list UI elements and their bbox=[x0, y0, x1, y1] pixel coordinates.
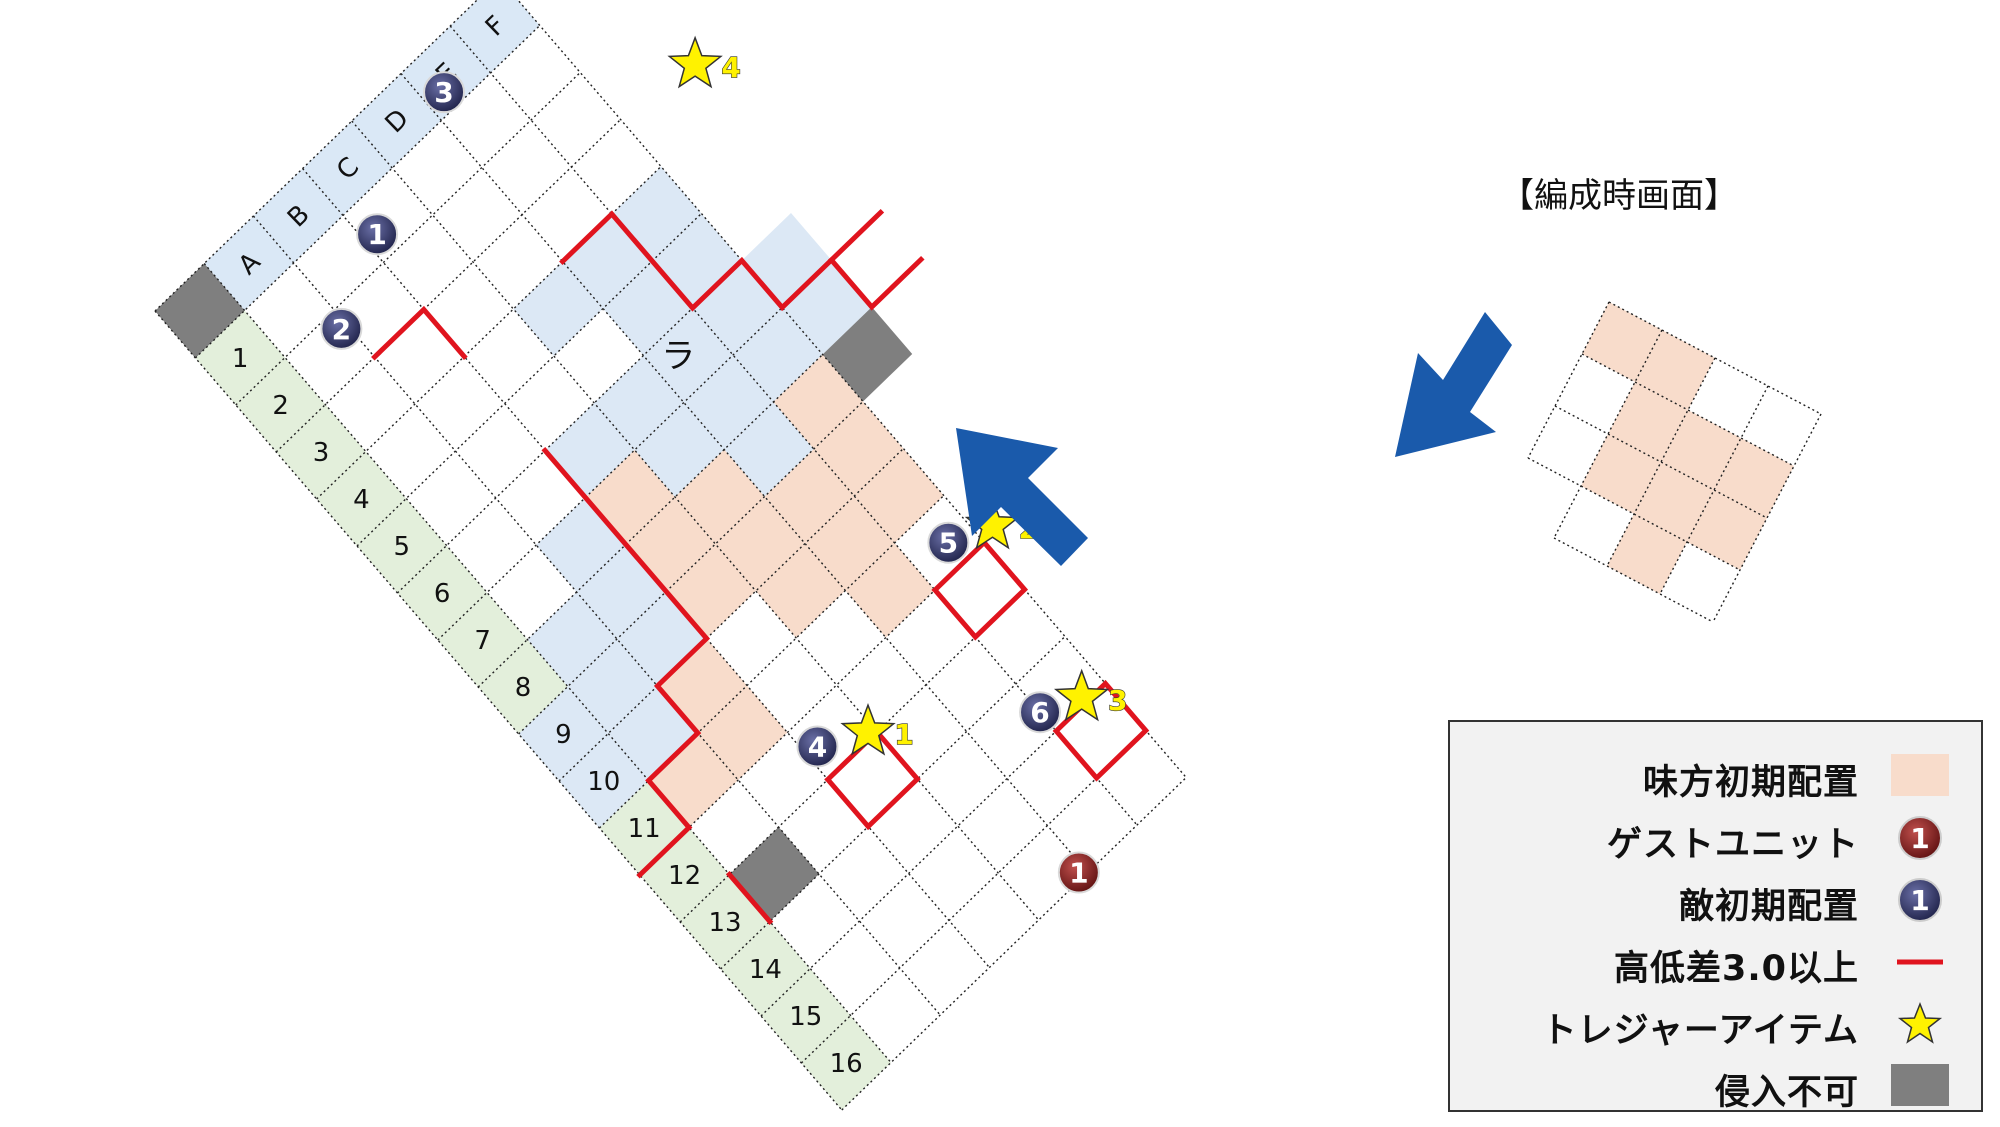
enemy-unit-marker: 5 bbox=[927, 521, 970, 564]
row-header: 16 bbox=[830, 1049, 863, 1079]
blocked-swatch bbox=[1891, 1064, 1949, 1106]
guest-unit-marker: 1 bbox=[1057, 851, 1100, 894]
enemy-unit-marker: 6 bbox=[1019, 691, 1062, 734]
legend-panel: 味方初期配置 ゲストユニット 1 敵初期配置 1 高低差3.0以上 トレジャーア… bbox=[1448, 720, 1983, 1113]
legend-label-enemy: 敵初期配置 bbox=[1678, 887, 1859, 927]
row-header: 7 bbox=[474, 626, 491, 656]
direction-arrows bbox=[956, 312, 1512, 566]
enemy-unit-icon: 1 bbox=[1898, 878, 1942, 922]
row-header: 11 bbox=[628, 814, 661, 844]
row-header: 4 bbox=[353, 485, 370, 515]
unit-number: 3 bbox=[434, 76, 453, 109]
row-header: 9 bbox=[555, 720, 572, 750]
enemy-unit-icon-number: 1 bbox=[1910, 884, 1929, 917]
legend-row-treasure: トレジャーアイテム bbox=[1450, 992, 1981, 1054]
row-header: 5 bbox=[394, 532, 411, 562]
treasure-number: 1 bbox=[894, 718, 913, 751]
legend-label-guest: ゲストユニット bbox=[1606, 825, 1859, 865]
row-header: 3 bbox=[313, 438, 330, 468]
terrain-label: ラ bbox=[661, 336, 695, 376]
unit-number: 1 bbox=[367, 218, 386, 251]
unit-number: 1 bbox=[1069, 857, 1088, 890]
map-grid: ABCDEF12345678910111213141516ラ bbox=[154, 0, 1187, 1111]
enemy-unit-marker: 1 bbox=[356, 213, 399, 256]
unit-number: 6 bbox=[1030, 696, 1049, 729]
arrow-down-left-icon bbox=[1395, 312, 1512, 457]
height-difference-line-icon bbox=[1897, 959, 1943, 965]
unit-number: 2 bbox=[332, 313, 351, 346]
row-header: 1 bbox=[232, 344, 249, 374]
guest-unit-icon: 1 bbox=[1898, 816, 1942, 860]
treasure-star-icon: 4 bbox=[667, 35, 741, 89]
treasure-star-icon bbox=[1897, 1001, 1943, 1044]
enemy-unit-marker: 4 bbox=[796, 725, 839, 768]
legend-label-blocked: 侵入不可 bbox=[1714, 1073, 1859, 1113]
treasure-number: 4 bbox=[721, 51, 740, 84]
row-header: 8 bbox=[515, 673, 532, 703]
legend-row-ally: 味方初期配置 bbox=[1450, 744, 1981, 806]
arrow-up-left-icon bbox=[956, 428, 1088, 566]
map-markers: 12345611234 bbox=[320, 35, 1128, 894]
height-difference-line bbox=[559, 208, 885, 312]
height-difference-line bbox=[931, 538, 1029, 641]
row-header: 15 bbox=[789, 1002, 822, 1032]
row-header: 14 bbox=[749, 955, 782, 985]
enemy-unit-marker: 2 bbox=[320, 307, 363, 350]
legend-row-blocked: 侵入不可 bbox=[1450, 1054, 1981, 1116]
row-header: 12 bbox=[668, 861, 701, 891]
enemy-unit-marker: 3 bbox=[423, 71, 466, 114]
row-header: 13 bbox=[708, 908, 741, 938]
treasure-star-icon: 3 bbox=[1053, 668, 1128, 722]
guest-unit-icon-number: 1 bbox=[1910, 822, 1929, 855]
treasure-number: 3 bbox=[1108, 684, 1127, 717]
treasure-star-icon: 1 bbox=[840, 702, 914, 756]
legend-label-height: 高低差3.0以上 bbox=[1613, 949, 1859, 989]
row-header: 6 bbox=[434, 579, 451, 609]
legend-row-height: 高低差3.0以上 bbox=[1450, 930, 1981, 992]
unit-number: 4 bbox=[808, 731, 827, 764]
unit-number: 5 bbox=[939, 527, 958, 560]
formation-screen-title: 【編成時画面】 bbox=[1500, 176, 1738, 216]
legend-row-enemy: 敵初期配置 1 bbox=[1450, 868, 1981, 930]
height-difference-line bbox=[725, 870, 774, 926]
height-difference-line bbox=[541, 446, 711, 879]
row-header: 10 bbox=[587, 767, 620, 797]
ally-placement-swatch bbox=[1891, 754, 1949, 796]
legend-label-ally: 味方初期配置 bbox=[1642, 763, 1859, 803]
formation-mini-grid bbox=[1527, 301, 1822, 623]
legend-label-treasure: トレジャーアイテム bbox=[1541, 1011, 1859, 1051]
legend-row-guest: ゲストユニット 1 bbox=[1450, 806, 1981, 868]
row-header: 2 bbox=[272, 391, 289, 421]
height-difference-line bbox=[371, 305, 468, 361]
height-difference-line bbox=[827, 255, 925, 311]
